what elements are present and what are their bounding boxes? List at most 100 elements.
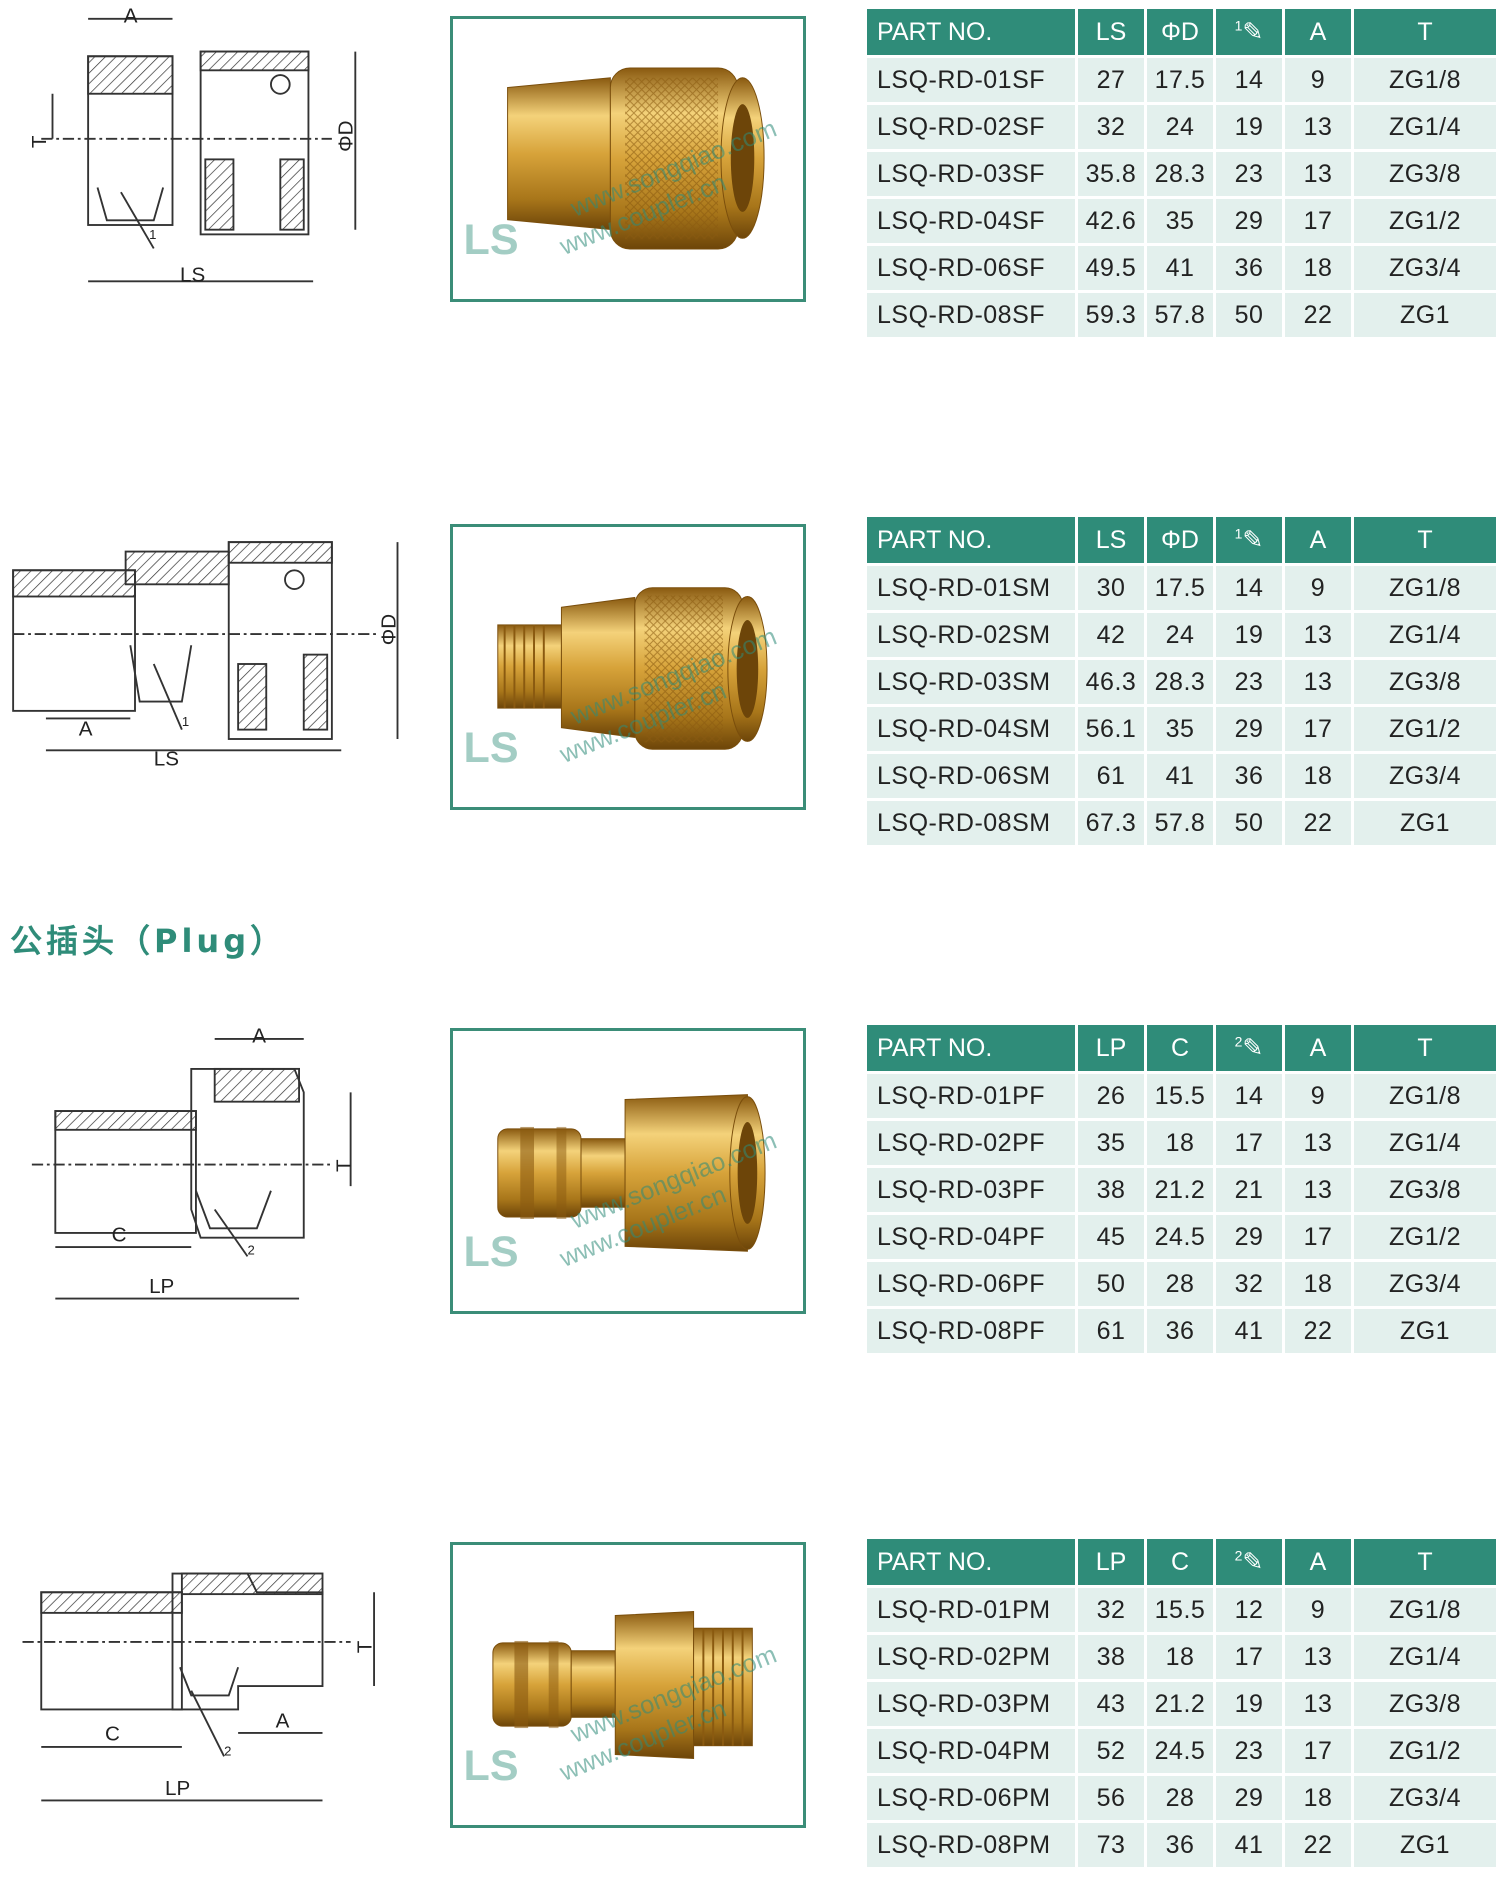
wrench-icon: ✎ [1242, 18, 1264, 46]
spec-cell: 36 [1147, 1823, 1213, 1867]
spec-cell: 13 [1285, 1168, 1351, 1212]
spec-cell: 13 [1285, 1682, 1351, 1726]
spec-cell: 22 [1285, 1823, 1351, 1867]
part-number-cell: LSQ-RD-08SM [867, 801, 1075, 845]
col-header: C [1147, 1539, 1213, 1585]
spec-cell: 67.3 [1078, 801, 1144, 845]
spec-cell: 13 [1285, 613, 1351, 657]
spec-cell: 73 [1078, 1823, 1144, 1867]
spec-cell: ZG1/8 [1354, 1074, 1496, 1118]
wrench-number: 1 [149, 227, 156, 242]
spec-cell: 23 [1216, 152, 1282, 196]
part-number-cell: LSQ-RD-03SM [867, 660, 1075, 704]
col-header: A [1285, 517, 1351, 563]
spec-cell: 19 [1216, 105, 1282, 149]
wrench-number: 1 [182, 714, 189, 729]
dim-label-od: ΦD [335, 121, 358, 152]
dim-label-t: T [333, 1159, 356, 1172]
spec-cell: 61 [1078, 1309, 1144, 1353]
spec-cell: ZG1/4 [1354, 613, 1496, 657]
dim-label-ls: LS [154, 747, 179, 770]
wrench-number: 2 [248, 1243, 255, 1258]
spec-cell: 22 [1285, 293, 1351, 337]
wrench-number: 2 [224, 1743, 231, 1758]
spec-cell: 17 [1285, 1729, 1351, 1773]
spec-cell: 43 [1078, 1682, 1144, 1726]
spec-cell: 18 [1285, 754, 1351, 798]
spec-cell: 13 [1285, 152, 1351, 196]
spec-cell: 56.1 [1078, 707, 1144, 751]
spec-cell: 9 [1285, 1074, 1351, 1118]
spec-cell: 19 [1216, 613, 1282, 657]
watermark-brand: LS [464, 1228, 519, 1276]
spec-cell: 28.3 [1147, 152, 1213, 196]
plug-female-drawing-icon: A T C LP 2 [31, 1025, 356, 1300]
part-number-cell: LSQ-RD-06PF [867, 1262, 1075, 1306]
table-header-row: PART NO. LS ΦD 1✎ A T [867, 517, 1496, 563]
spec-cell: ZG3/8 [1354, 1168, 1496, 1212]
spec-cell: 49.5 [1078, 246, 1144, 290]
dim-label-a: A [276, 1709, 290, 1732]
brass-plug-female-photo-icon: www.songqiao.com www.coupler.cn LS [464, 1094, 781, 1276]
part-number-cell: LSQ-RD-04PM [867, 1729, 1075, 1773]
spec-cell: ZG3/8 [1354, 152, 1496, 196]
spec-cell: 17 [1285, 199, 1351, 243]
wrench-number: 1 [1234, 525, 1243, 542]
spec-cell: 17.5 [1147, 566, 1213, 610]
part-number-cell: LSQ-RD-01PF [867, 1074, 1075, 1118]
col-header: A [1285, 1025, 1351, 1071]
part-number-cell: LSQ-RD-01SM [867, 566, 1075, 610]
spec-cell: 52 [1078, 1729, 1144, 1773]
table-header-row: PART NO. LP C 2✎ A T [867, 1539, 1496, 1585]
part-number-cell: LSQ-RD-02PF [867, 1121, 1075, 1165]
spec-cell: ZG1/8 [1354, 1588, 1496, 1632]
spec-cell: 13 [1285, 1121, 1351, 1165]
spec-cell: 38 [1078, 1635, 1144, 1679]
spec-cell: ZG1/2 [1354, 707, 1496, 751]
part-number-cell: LSQ-RD-02SM [867, 613, 1075, 657]
watermark-brand: LS [464, 216, 519, 264]
col-header: T [1354, 517, 1496, 563]
col-header-wrench-icon: 1✎ [1216, 517, 1282, 563]
dim-label-od: ΦD [378, 614, 401, 645]
col-header: ΦD [1147, 9, 1213, 55]
spec-cell: 41 [1216, 1823, 1282, 1867]
spec-cell: 26 [1078, 1074, 1144, 1118]
spec-cell: 32 [1216, 1262, 1282, 1306]
spec-cell: 24.5 [1147, 1215, 1213, 1259]
section-heading-plug: 公插头（Plug） [10, 922, 287, 960]
spec-cell: 9 [1285, 1588, 1351, 1632]
dim-label-c: C [112, 1223, 127, 1246]
table-header-row: PART NO. LP C 2✎ A T [867, 1025, 1496, 1071]
spec-cell: 17.5 [1147, 58, 1213, 102]
col-header: PART NO. [867, 1025, 1075, 1071]
spec-cell: ZG1 [1354, 801, 1496, 845]
spec-cell: 50 [1216, 801, 1282, 845]
col-header: ΦD [1147, 517, 1213, 563]
spec-cell: 13 [1285, 660, 1351, 704]
spec-cell: 36 [1147, 1309, 1213, 1353]
spec-cell: ZG1/8 [1354, 58, 1496, 102]
dim-label-a: A [79, 717, 93, 740]
spec-cell: 24 [1147, 613, 1213, 657]
product-photo-frame: www.songqiao.com www.coupler.cn LS [450, 524, 806, 810]
spec-cell: 19 [1216, 1682, 1282, 1726]
col-header: A [1285, 1539, 1351, 1585]
spec-cell: 24 [1147, 105, 1213, 149]
technical-drawing-plug-male: T C A LP 2 [0, 1536, 420, 1836]
part-number-cell: LSQ-RD-06SM [867, 754, 1075, 798]
part-number-cell: LSQ-RD-08PM [867, 1823, 1075, 1867]
spec-cell: 57.8 [1147, 801, 1213, 845]
spec-cell: ZG1/2 [1354, 1729, 1496, 1773]
part-number-cell: LSQ-RD-08PF [867, 1309, 1075, 1353]
spec-cell: 15.5 [1147, 1074, 1213, 1118]
